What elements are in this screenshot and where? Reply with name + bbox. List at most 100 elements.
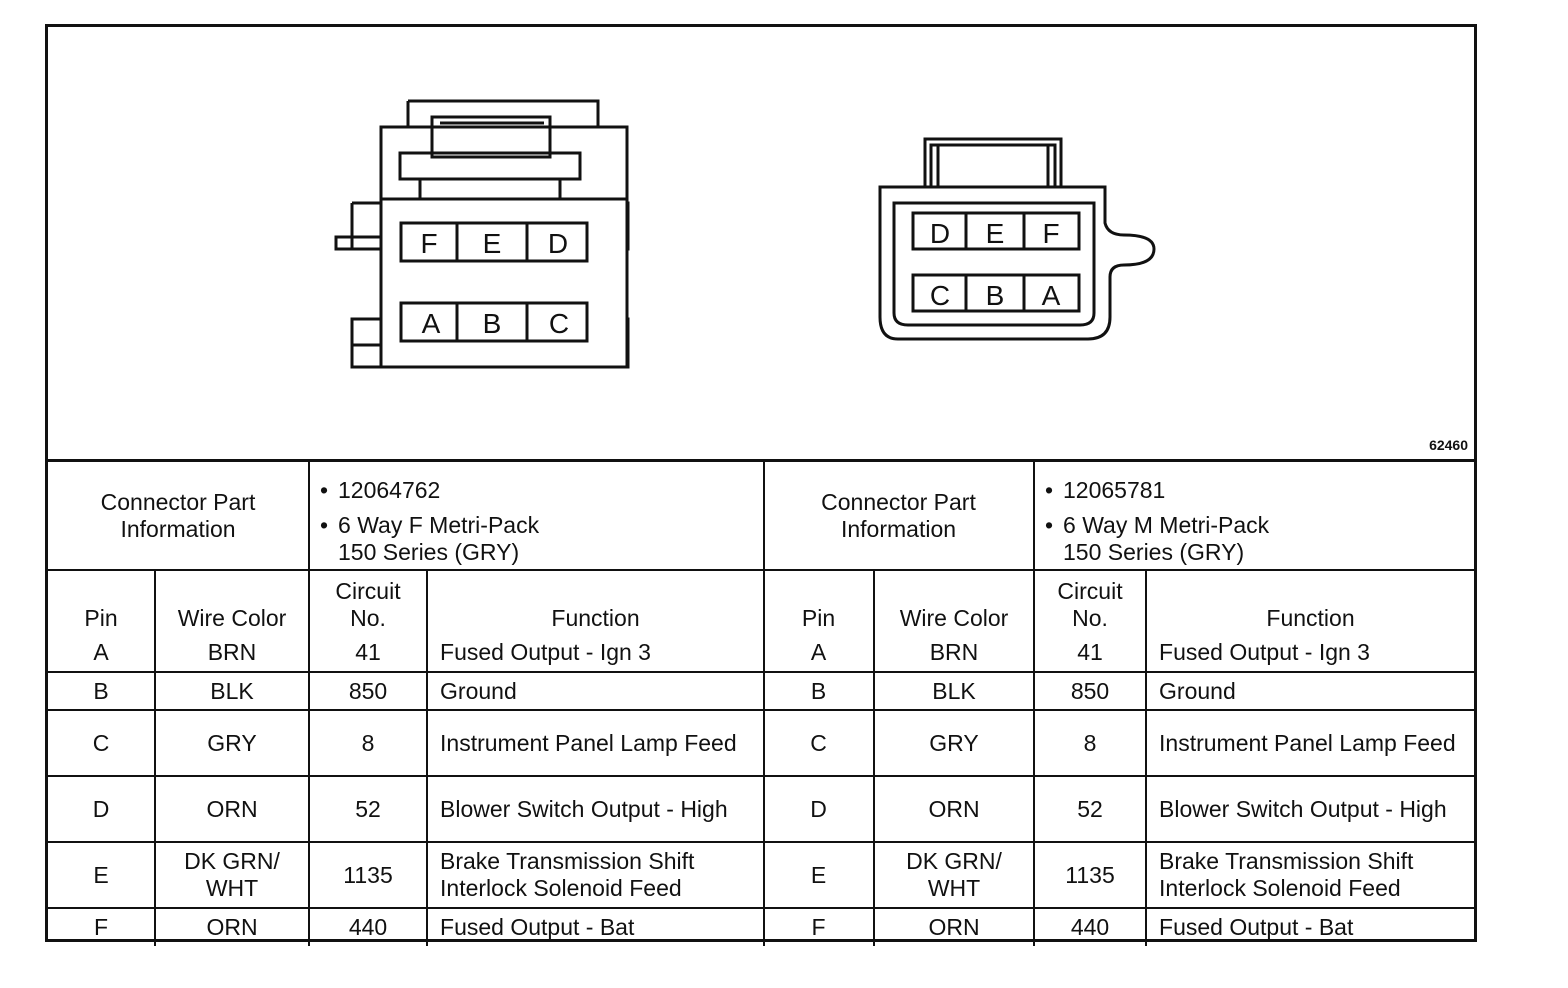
pin-cell: B (764, 671, 875, 711)
left-pin-bottom-1: A (422, 308, 441, 339)
info-label: Connector Part Information (764, 462, 1036, 571)
wire-color-cell: GRY (872, 709, 1036, 777)
wire-color-cell: ORN (153, 907, 311, 946)
pin-cell: E (764, 841, 875, 909)
header-function: Function (426, 569, 766, 634)
circuit-cell: 41 (1033, 634, 1148, 673)
info-lines: 12064762 6 Way F Metri-Pack 150 Series (… (308, 462, 766, 571)
header-wire-color: Wire Color (872, 569, 1036, 634)
info-label: Connector Part Information (48, 462, 311, 571)
header-circuit: Circuit No. (1033, 569, 1148, 634)
connector-right-cavities (911, 211, 1081, 313)
pin-cell: D (764, 775, 875, 843)
wire-color-cell: BRN (872, 634, 1036, 673)
connector-type: 6 Way M Metri-Pack (1041, 512, 1468, 539)
pin-cell: D (48, 775, 156, 843)
function-cell: Blower Switch Output - High (1145, 775, 1475, 843)
info-row: Connector Part Information 12065781 6 Wa… (764, 462, 1475, 571)
wire-color-cell: DK GRN/ WHT (153, 841, 311, 909)
header-wire-color: Wire Color (153, 569, 311, 634)
connector-left-drawing (334, 99, 630, 369)
function-cell: Ground (426, 671, 766, 711)
pin-cell: E (48, 841, 156, 909)
connector-table-right: Connector Part Information 12065781 6 Wa… (764, 462, 1475, 946)
function-cell: Fused Output - Ign 3 (1145, 634, 1475, 673)
function-cell: Brake Transmission Shift Interlock Solen… (1145, 841, 1475, 909)
right-pin-top-1: D (930, 218, 950, 249)
pin-cell: C (48, 709, 156, 777)
circuit-cell: 8 (308, 709, 429, 777)
wire-color-cell: DK GRN/ WHT (872, 841, 1036, 909)
right-pin-top-3: F (1042, 218, 1059, 249)
right-pin-bottom-1: C (930, 280, 950, 311)
left-pin-bottom-2: B (483, 308, 502, 339)
function-cell: Fused Output - Bat (426, 907, 766, 946)
circuit-cell: 52 (308, 775, 429, 843)
left-pin-bottom-3: C (549, 308, 569, 339)
circuit-cell: 1135 (308, 841, 429, 909)
header-function: Function (1145, 569, 1475, 634)
right-pin-bottom-2: B (986, 280, 1005, 311)
circuit-cell: 440 (1033, 907, 1148, 946)
function-cell: Fused Output - Ign 3 (426, 634, 766, 673)
function-cell: Instrument Panel Lamp Feed (426, 709, 766, 777)
header-row: Pin Wire Color Circuit No. Function (764, 569, 1475, 634)
pin-cell: F (764, 907, 875, 946)
connector-left-cavities-top (399, 221, 589, 343)
circuit-cell: 1135 (1033, 841, 1148, 909)
circuit-cell: 8 (1033, 709, 1148, 777)
pin-cell: A (48, 634, 156, 673)
header-pin: Pin (764, 569, 875, 634)
function-cell: Blower Switch Output - High (426, 775, 766, 843)
wire-color-cell: GRY (153, 709, 311, 777)
left-pin-top-2: E (483, 228, 502, 259)
part-number: 12065781 (1041, 477, 1468, 504)
info-row: Connector Part Information 12064762 6 Wa… (48, 462, 766, 571)
function-cell: Fused Output - Bat (1145, 907, 1475, 946)
info-lines: 12065781 6 Way M Metri-Pack 150 Series (… (1033, 462, 1475, 571)
wire-color-cell: ORN (872, 907, 1036, 946)
connector-right-drawing (878, 137, 1156, 341)
header-row: Pin Wire Color Circuit No. Function (48, 569, 766, 634)
wire-color-cell: ORN (872, 775, 1036, 843)
part-number: 12064762 (316, 477, 757, 504)
connector-tables: Connector Part Information 12064762 6 Wa… (48, 459, 1475, 946)
function-cell: Ground (1145, 671, 1475, 711)
header-circuit: Circuit No. (308, 569, 429, 634)
circuit-cell: 52 (1033, 775, 1148, 843)
wire-color-cell: BLK (872, 671, 1036, 711)
pin-cell: F (48, 907, 156, 946)
circuit-cell: 41 (308, 634, 429, 673)
diagram-frame: F E D A B C D E F C B A 62460 C (45, 24, 1477, 946)
circuit-cell: 440 (308, 907, 429, 946)
right-pin-bottom-3: A (1042, 280, 1061, 311)
wire-color-cell: BLK (153, 671, 311, 711)
pin-cell: C (764, 709, 875, 777)
connector-series: 150 Series (GRY) (1063, 539, 1245, 565)
connector-diagrams: F E D A B C D E F C B A (334, 99, 1156, 369)
figure-id: 62460 (1429, 437, 1468, 453)
left-pin-top-3: D (548, 228, 568, 259)
circuit-cell: 850 (308, 671, 429, 711)
function-cell: Brake Transmission Shift Interlock Solen… (426, 841, 766, 909)
connector-table-left: Connector Part Information 12064762 6 Wa… (48, 462, 766, 946)
header-pin: Pin (48, 569, 156, 634)
pin-cell: A (764, 634, 875, 673)
pin-cell: B (48, 671, 156, 711)
function-cell: Instrument Panel Lamp Feed (1145, 709, 1475, 777)
circuit-cell: 850 (1033, 671, 1148, 711)
wire-color-cell: ORN (153, 775, 311, 843)
connector-type: 6 Way F Metri-Pack (316, 512, 757, 539)
